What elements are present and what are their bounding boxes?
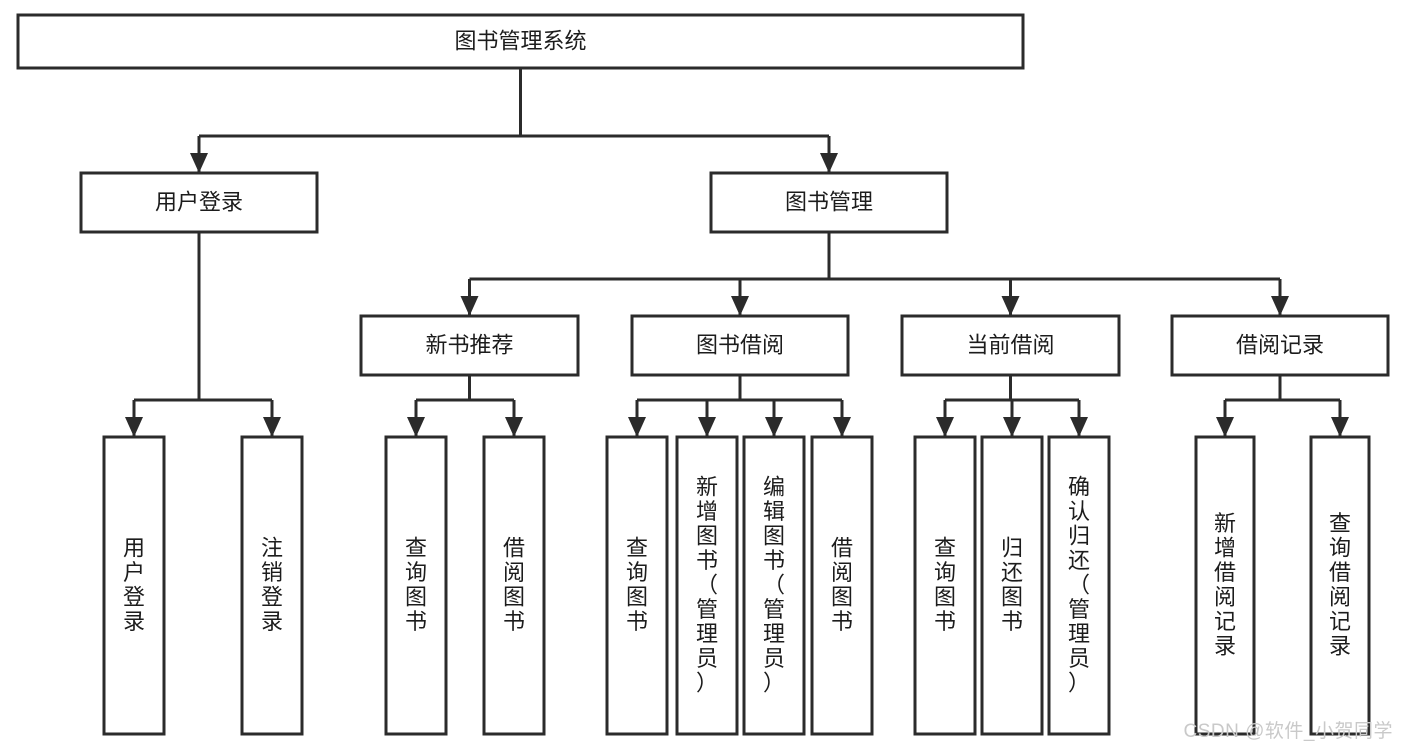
edge-group-root [190, 68, 838, 173]
arrow-head-icon [190, 153, 208, 173]
node-label: 查询图书 [405, 536, 427, 635]
node-label: 借阅图书 [503, 536, 525, 635]
node-root[interactable]: 图书管理系统 [16, 13, 1025, 70]
node-label: 查询图书 [626, 536, 648, 635]
node-leaf-query-book-borrow[interactable]: 查询图书 [605, 435, 669, 736]
node-label: 用户登录 [155, 189, 243, 214]
node-box [1309, 435, 1371, 736]
arrow-head-icon [1001, 296, 1020, 316]
arrow-head-icon [505, 417, 523, 437]
arrow-head-icon [1331, 417, 1349, 437]
node-box [359, 314, 580, 377]
node-label: 图书管理系统 [454, 28, 586, 53]
node-leaf-edit-book[interactable]: 编辑图书（管理员） [742, 435, 806, 736]
node-leaf-borrow-book[interactable]: 借阅图书 [810, 435, 874, 736]
edge-group-current-borrow [936, 375, 1088, 437]
node-box [102, 435, 166, 736]
node-leaf-return-book[interactable]: 归还图书 [980, 435, 1044, 736]
arrow-head-icon [731, 296, 749, 316]
node-box [1194, 435, 1256, 736]
node-label: 新增借阅记录 [1214, 511, 1236, 659]
node-box [980, 435, 1044, 736]
node-label: 归还图书 [1001, 536, 1023, 635]
edge-group-book-manage [460, 232, 1289, 316]
node-box [709, 171, 949, 234]
node-box [913, 435, 977, 736]
node-leaf-confirm-return[interactable]: 确认归还（管理员） [1047, 435, 1111, 736]
node-label: 用户登录 [123, 536, 145, 635]
node-label: 新书推荐 [425, 332, 513, 357]
node-label: 查询图书 [934, 536, 956, 635]
node-label: 确认归还（管理员） [1068, 474, 1090, 695]
arrow-head-icon [765, 417, 783, 437]
arrow-head-icon [820, 153, 838, 173]
arrow-head-icon [1003, 417, 1021, 437]
arrow-head-icon [125, 417, 143, 437]
arrow-head-icon [1216, 417, 1234, 437]
node-leaf-query-book-cur[interactable]: 查询图书 [913, 435, 977, 736]
node-leaf-add-book[interactable]: 新增图书（管理员） [675, 435, 739, 736]
node-user-login[interactable]: 用户登录 [79, 171, 319, 234]
node-box [482, 435, 546, 736]
node-box [675, 435, 739, 736]
node-box [1170, 314, 1390, 377]
node-box [900, 314, 1121, 377]
node-leaf-add-record[interactable]: 新增借阅记录 [1194, 435, 1256, 736]
arrow-head-icon [407, 417, 425, 437]
arrow-head-icon [628, 417, 646, 437]
node-box [240, 435, 304, 736]
node-leaf-query-record[interactable]: 查询借阅记录 [1309, 435, 1371, 736]
edge-group-book-borrow [628, 375, 851, 437]
arrow-head-icon [460, 296, 479, 316]
edges-layer [125, 68, 1349, 437]
edge-group-new-book-rec [407, 375, 523, 437]
edge-group-borrow-record [1216, 375, 1349, 437]
nodes-layer: 图书管理系统用户登录图书管理新书推荐图书借阅当前借阅借阅记录用户登录注销登录查询… [16, 13, 1390, 736]
arrow-head-icon [833, 417, 851, 437]
node-current-borrow[interactable]: 当前借阅 [900, 314, 1121, 377]
node-box [630, 314, 850, 377]
node-borrow-record[interactable]: 借阅记录 [1170, 314, 1390, 377]
node-new-book-rec[interactable]: 新书推荐 [359, 314, 580, 377]
node-leaf-user-login[interactable]: 用户登录 [102, 435, 166, 736]
node-box [79, 171, 319, 234]
node-leaf-logout[interactable]: 注销登录 [240, 435, 304, 736]
arrow-head-icon [936, 417, 954, 437]
arrow-head-icon [1070, 417, 1088, 437]
node-box [16, 13, 1025, 70]
node-label: 当前借阅 [966, 332, 1054, 357]
node-box [1047, 435, 1111, 736]
node-label: 查询借阅记录 [1329, 511, 1351, 659]
node-label: 注销登录 [261, 536, 283, 635]
node-label: 编辑图书（管理员） [763, 474, 785, 695]
node-box [810, 435, 874, 736]
node-leaf-borrow-book-rec[interactable]: 借阅图书 [482, 435, 546, 736]
node-label: 新增图书（管理员） [696, 474, 718, 695]
node-book-borrow[interactable]: 图书借阅 [630, 314, 850, 377]
node-box [605, 435, 669, 736]
arrow-head-icon [263, 417, 281, 437]
node-box [742, 435, 806, 736]
edge-group-user-login [125, 232, 281, 437]
node-label: 借阅记录 [1236, 332, 1324, 357]
node-label: 图书管理 [785, 189, 873, 214]
node-label: 借阅图书 [831, 536, 853, 635]
arrow-head-icon [1271, 296, 1289, 316]
node-leaf-query-book-rec[interactable]: 查询图书 [384, 435, 448, 736]
node-label: 图书借阅 [696, 332, 784, 357]
arrow-head-icon [698, 417, 716, 437]
node-book-manage[interactable]: 图书管理 [709, 171, 949, 234]
node-box [384, 435, 448, 736]
